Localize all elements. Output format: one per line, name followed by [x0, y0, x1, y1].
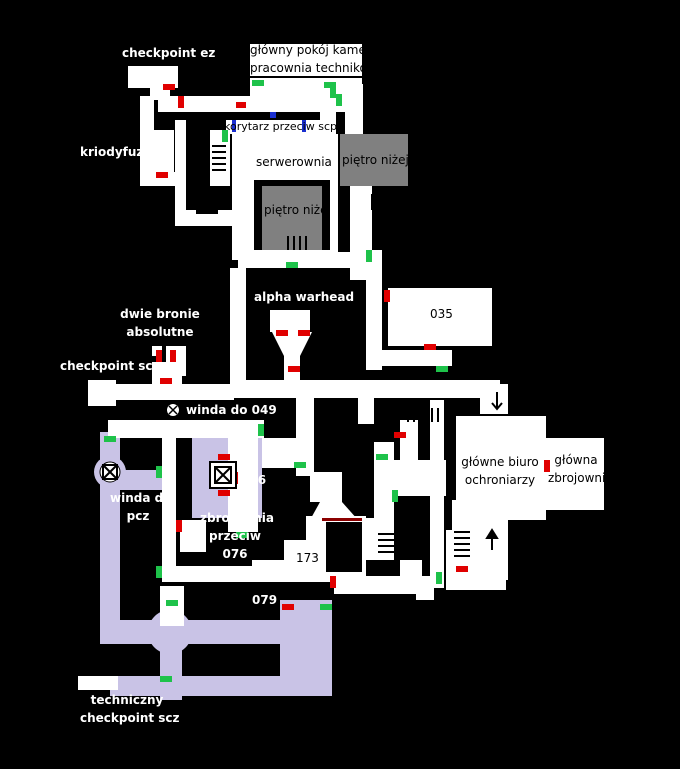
- tech-checkpoint-line2: checkpoint scz: [80, 710, 180, 725]
- label-zbrojownia-076: zbrojownia przeciw 076: [200, 511, 274, 561]
- label-kriodyfuzor: kriodyfuzor: [80, 145, 158, 159]
- winda-pcz-line1: winda do: [110, 491, 172, 505]
- security-office-line1: główne biuro: [461, 455, 539, 469]
- dwie-bronie-line2: absolutne: [126, 324, 194, 339]
- grey-rooms: [260, 134, 408, 250]
- label-main-armory: główna zbrojownia: [548, 453, 613, 486]
- inner-black: [152, 120, 362, 572]
- label-floor-below-b: piętro niżej: [264, 203, 331, 217]
- winda-pcz-line2: pcz: [126, 508, 150, 523]
- label-tech-checkpoint: techniczny checkpoint scz: [80, 693, 180, 726]
- zbrojownia-076-line3: 076: [222, 546, 248, 561]
- elevator-icon[interactable]: [99, 461, 121, 483]
- camera-room-line1: główny pokój kamer/: [250, 43, 375, 57]
- arrow-down-icon: [491, 392, 503, 411]
- camera-room-line2: pracownia techników: [250, 60, 377, 75]
- stairs: [212, 145, 470, 596]
- label-room-079: 079: [252, 593, 278, 607]
- main-armory-line2: zbrojownia: [548, 470, 613, 485]
- tech-checkpoint-line1: techniczny: [90, 693, 164, 707]
- label-camera-room: główny pokój kamer/ pracownia techników: [250, 43, 377, 76]
- arrow-up-icon: [485, 528, 499, 550]
- label-room-076: 076: [241, 473, 267, 487]
- security-office-line2: ochroniarzy: [464, 472, 536, 487]
- label-winda-049: winda do 049: [186, 403, 277, 417]
- main-armory-line1: główna: [554, 453, 598, 467]
- containment-line: [322, 518, 362, 521]
- label-serverownia: serwerownia: [256, 155, 332, 169]
- label-checkpoint-scz: checkpoint scz: [60, 359, 160, 373]
- label-winda-pcz: winda do pcz: [110, 491, 172, 524]
- label-room-173: 173: [296, 551, 319, 565]
- zbrojownia-076-line1: zbrojownia: [200, 511, 274, 525]
- zbrojownia-076-line2: przeciw: [209, 528, 261, 543]
- dwie-bronie-line1: dwie bronie: [120, 307, 200, 321]
- label-checkpoint-ez: checkpoint ez: [122, 46, 216, 60]
- label-dwie-bronie: dwie bronie absolutne: [120, 307, 200, 340]
- elevator-icon[interactable]: [209, 461, 237, 489]
- label-room-035: 035: [430, 307, 453, 321]
- label-alpha-warhead: alpha warhead: [254, 290, 355, 304]
- label-corridor-scp: korytarz przeciw scp: [224, 120, 337, 133]
- label-security-office: główne biuro ochroniarzy: [458, 455, 542, 488]
- doors: [104, 80, 550, 682]
- elevator-icon[interactable]: [167, 404, 179, 416]
- label-floor-below-a: piętro niżej: [342, 153, 409, 167]
